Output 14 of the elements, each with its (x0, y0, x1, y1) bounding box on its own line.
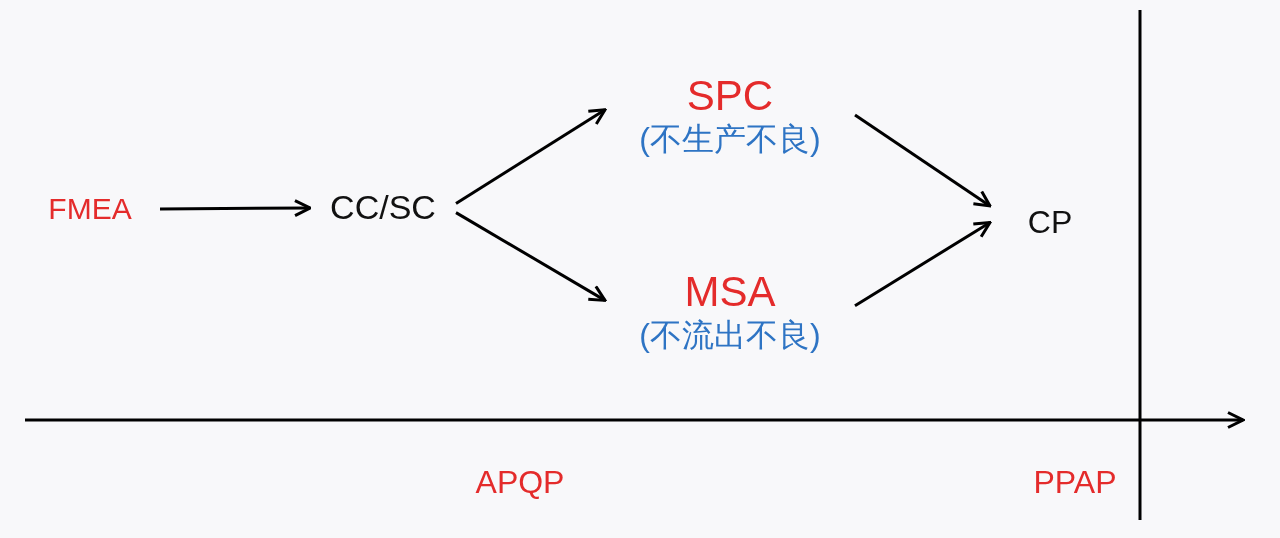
arrow (854, 221, 992, 307)
node-title: MSA (684, 268, 776, 317)
node-label: FMEA (48, 191, 132, 227)
node-title: SPC (686, 72, 774, 121)
arrow (160, 199, 312, 218)
node-subtitle: (不流出不良) (639, 316, 821, 354)
node-label: CP (1027, 204, 1073, 241)
node-label: CC/SC (330, 188, 436, 228)
arrow (455, 108, 607, 205)
phase-label: PPAP (1033, 463, 1117, 501)
arrow (854, 113, 992, 208)
arrow (455, 211, 607, 302)
phase-label: APQP (475, 463, 565, 501)
node-subtitle: (不生产不良) (639, 120, 821, 158)
